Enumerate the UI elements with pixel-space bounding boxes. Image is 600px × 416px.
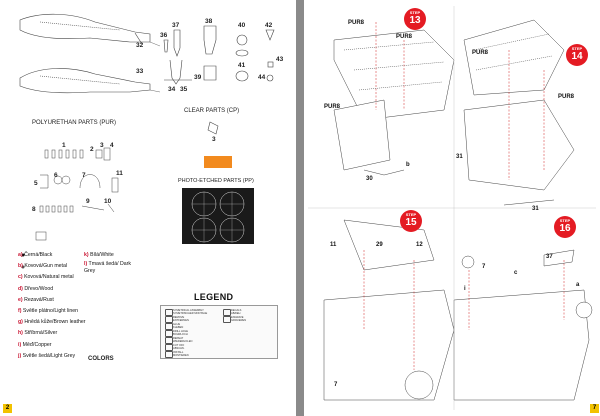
part-label-38: 38 xyxy=(205,18,213,25)
color-item: h) Stříbrná/Silver xyxy=(18,330,58,337)
fuselage-part-33 xyxy=(19,68,151,94)
part-label-34: 34 xyxy=(168,86,176,93)
part-44-shape xyxy=(266,74,274,82)
label-pur8-c: PUR8 xyxy=(324,104,341,110)
color-swatches xyxy=(21,253,25,269)
label-pur8-e: PUR8 xyxy=(558,94,575,100)
part-label-43: 43 xyxy=(276,56,284,63)
color-item: a) Černá/Black xyxy=(18,252,53,258)
color-item: d) Dřevo/Wood xyxy=(18,285,54,292)
label-paint-i: i xyxy=(464,286,466,292)
pur-label-4: 4 xyxy=(110,142,114,149)
pur-label-2: 2 xyxy=(90,146,94,153)
color-item: i) Měď/Copper xyxy=(18,341,52,348)
pe-color-swatch xyxy=(204,156,232,168)
pur-label-9: 9 xyxy=(86,198,90,205)
step13-upper-wing xyxy=(333,29,455,121)
pur-label-1: 1 xyxy=(62,142,66,149)
label-pur8-a: PUR8 xyxy=(348,20,365,26)
pur-label-11: 11 xyxy=(116,170,123,177)
pe-section-title: PHOTO-ETCHED PARTS (PP) xyxy=(178,178,254,184)
assembly-drawings xyxy=(308,6,596,410)
step15-fuselage xyxy=(323,289,455,401)
part-label-40: 40 xyxy=(238,22,246,29)
label-37: 37 xyxy=(546,254,553,260)
pur-label-3: 3 xyxy=(100,142,104,149)
page-number-left: 2 xyxy=(3,404,12,413)
left-page: 32 33 36 37 38 40 42 34 35 39 41 43 44 P… xyxy=(0,0,296,416)
part-36-shape xyxy=(163,39,169,53)
part-label-36: 36 xyxy=(160,32,168,39)
legend-box: SYMETRICAL ASSEMBLY SYMETRISCHER MONTAGE… xyxy=(160,305,278,359)
colors-list-right: k) Bílá/White l) Tmavá šedá/ Dark Grey xyxy=(84,250,134,275)
label-7-a: 7 xyxy=(334,382,338,388)
pur-label-6: 6 xyxy=(54,172,58,179)
clear-part-shape xyxy=(207,121,219,135)
colors-list: a) Černá/Black b) Kovová/Gun metal c) Ko… xyxy=(18,250,86,362)
label-30: 30 xyxy=(366,176,373,182)
step14-upper-wing xyxy=(463,19,565,96)
color-item: b) Kovová/Gun metal xyxy=(18,263,68,270)
color-item: j) Světle šedá/Light Grey xyxy=(18,352,76,359)
part-42-shape xyxy=(265,29,275,41)
legend-title: LEGEND xyxy=(194,292,234,302)
label-paint-a: a xyxy=(576,282,580,288)
label-29: 29 xyxy=(376,242,383,248)
part-label-37: 37 xyxy=(172,22,180,29)
part-37-shape xyxy=(173,29,181,57)
step16-fuselage xyxy=(453,289,590,401)
color-item: g) Hnědá kůže/Brown leather xyxy=(18,319,86,326)
part-43-shape xyxy=(267,61,274,68)
red-guide-lines xyxy=(363,22,565,370)
label-11: 11 xyxy=(330,242,337,248)
photo-etched-fret xyxy=(182,188,254,244)
label-31-b: 31 xyxy=(532,206,539,212)
label-12: 12 xyxy=(416,242,423,248)
part-40-shape xyxy=(236,34,248,46)
label-pur8-b: PUR8 xyxy=(396,34,413,40)
step14-lower-wing xyxy=(463,99,575,191)
pur-label-7: 7 xyxy=(82,172,86,179)
label-paint-b: b xyxy=(406,162,410,168)
label-pur8-d: PUR8 xyxy=(472,50,489,56)
part-label-39: 39 xyxy=(194,74,202,81)
label-7-b: 7 xyxy=(482,264,486,270)
color-item: k) Bílá/White xyxy=(84,252,114,258)
part-label-44: 44 xyxy=(258,74,266,81)
cp-part-label: 3 xyxy=(212,136,216,143)
part-label-41: 41 xyxy=(238,62,246,69)
label-31-a: 31 xyxy=(456,154,463,160)
color-item: e) Rezavá/Rust xyxy=(18,296,54,303)
pur-label-10: 10 xyxy=(104,198,112,205)
color-item: c) Kovová/Natural metal xyxy=(18,274,74,281)
pur-label-5: 5 xyxy=(34,180,38,187)
part-38-shape xyxy=(203,25,217,55)
colors-title: COLORS xyxy=(88,356,114,362)
step13-strut xyxy=(333,99,391,171)
fuselage-part-32 xyxy=(19,13,151,45)
pur-section-title: POLYURETHAN PARTS (PUR) xyxy=(32,120,117,126)
cp-section-title: CLEAR PARTS (CP) xyxy=(184,108,240,114)
pur-label-8: 8 xyxy=(32,206,36,213)
fuselage-drawings xyxy=(19,13,275,269)
color-item: f) Světle plátno/Light linen xyxy=(18,308,79,315)
part-39-shape xyxy=(203,65,217,81)
part-label-33: 33 xyxy=(136,68,144,75)
color-item: l) Tmavá šedá/ Dark Grey xyxy=(84,261,131,275)
part-label-32: 32 xyxy=(136,42,144,49)
part-41-shape xyxy=(235,70,249,82)
part-label-35: 35 xyxy=(180,86,188,93)
page-number-right: 7 xyxy=(590,404,599,413)
label-paint-c: c xyxy=(514,270,518,276)
part-label-42: 42 xyxy=(265,22,273,29)
